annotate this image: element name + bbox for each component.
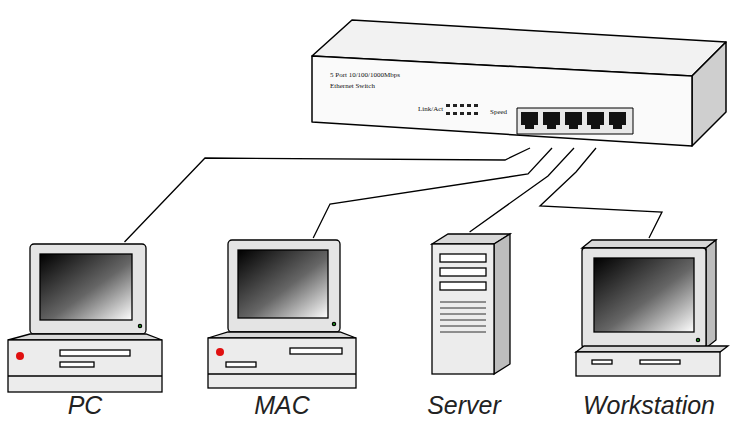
network-cable bbox=[470, 148, 574, 232]
led-label: Link/Act bbox=[418, 105, 443, 113]
switch-name-text: Ethernet Switch bbox=[330, 82, 375, 90]
led-label: Speed bbox=[490, 108, 507, 116]
pc-computer bbox=[8, 244, 162, 392]
workstation-computer bbox=[576, 240, 728, 376]
server-tower bbox=[432, 234, 510, 374]
pc-node: PC bbox=[6, 242, 164, 424]
device-label: Server bbox=[427, 391, 501, 420]
switch-model-text: 5 Port 10/100/1000Mbps bbox=[330, 71, 400, 79]
device-label: Workstation bbox=[583, 391, 715, 420]
network-cable bbox=[313, 148, 552, 238]
server-node: Server bbox=[408, 232, 520, 424]
ethernet-switch bbox=[312, 20, 726, 146]
network-cable bbox=[540, 148, 662, 238]
network-cable bbox=[125, 148, 531, 242]
device-label: MAC bbox=[254, 391, 310, 420]
mac-node: MAC bbox=[204, 238, 360, 424]
ethernet-switch: 5 Port 10/100/1000MbpsEthernet Switch bbox=[308, 16, 728, 148]
workstation-node: Workstation bbox=[566, 238, 732, 424]
mac-computer bbox=[208, 240, 356, 388]
device-label: PC bbox=[68, 391, 103, 420]
